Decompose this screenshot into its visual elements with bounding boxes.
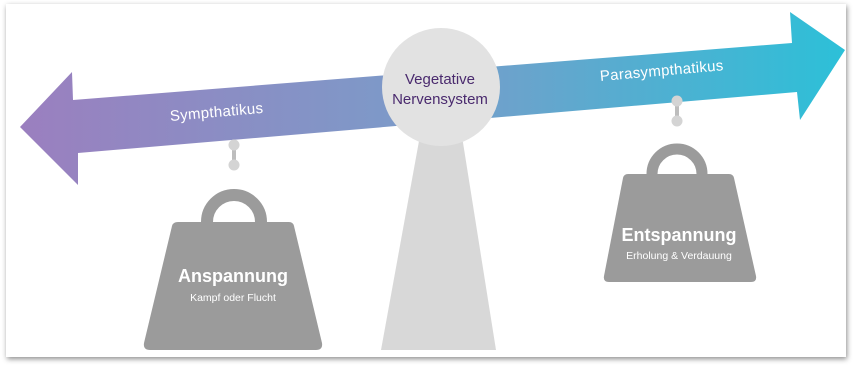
- fulcrum-pedestal: [381, 130, 496, 350]
- right-weight-subtitle: Erholung & Verdauung: [626, 250, 732, 262]
- hub-label-line1: Vegetative: [404, 71, 476, 88]
- right-weight-chain: [671, 95, 683, 127]
- left-weight-subtitle: Kampf oder Flucht: [190, 292, 276, 304]
- left-weight-body: [143, 222, 323, 350]
- right-weight-handle: [646, 143, 708, 175]
- right-weight-title: Entspannung: [621, 225, 737, 245]
- left-weight-title: Anspannung: [178, 266, 288, 286]
- left-weight-chain: [228, 139, 240, 171]
- hub-label-line2: Nervensystem: [392, 91, 488, 108]
- fulcrum-hub: [382, 28, 500, 146]
- right-weight-body: [603, 174, 757, 282]
- left-weight-handle: [201, 189, 267, 223]
- hub-label: Vegetative Nervensystem: [380, 70, 500, 110]
